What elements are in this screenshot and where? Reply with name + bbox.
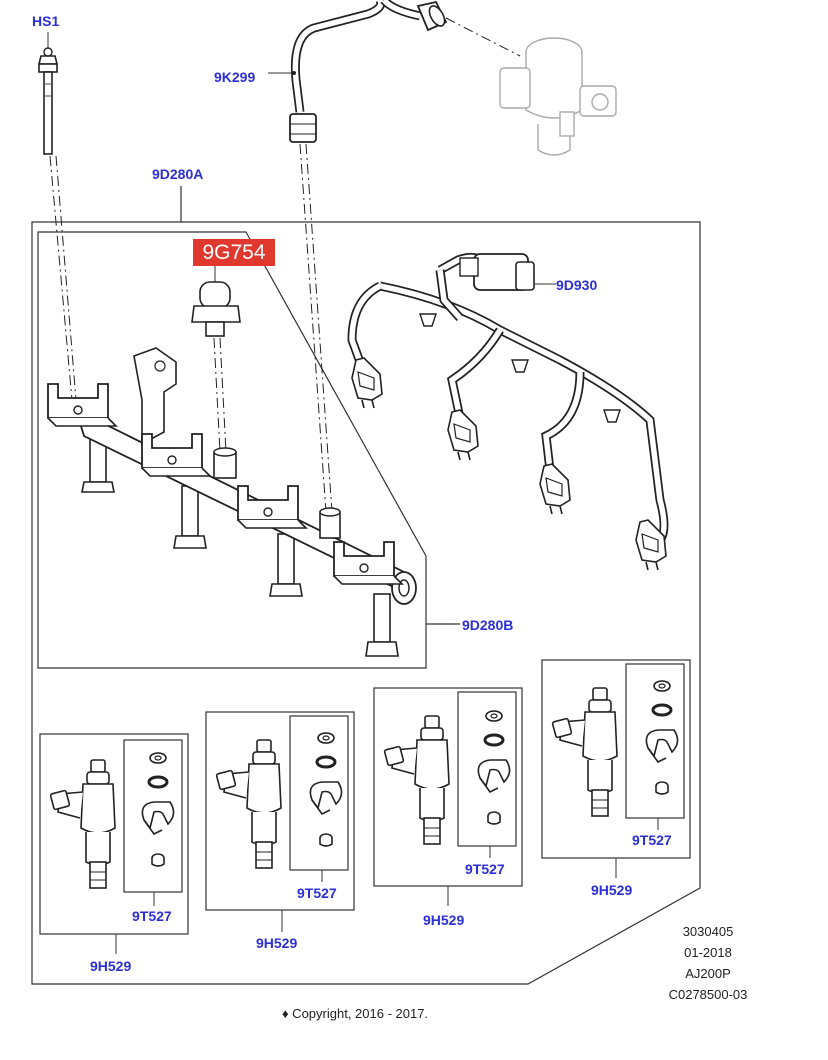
fuel-pipe-9k299 xyxy=(289,0,448,143)
callout-9k299[interactable]: 9K299 xyxy=(214,69,256,85)
callout-9h529-kit3[interactable]: 9H529 xyxy=(423,912,465,928)
callout-9h529-kit1[interactable]: 9H529 xyxy=(90,958,132,974)
copyright-notice: ♦ Copyright, 2016 - 2017. xyxy=(281,1006,429,1021)
callout-9h529-kit4[interactable]: 9H529 xyxy=(591,882,633,898)
assembly-outline-9d280b xyxy=(37,231,427,669)
callout-9d280b[interactable]: 9D280B xyxy=(462,617,514,633)
callout-9h529-kit2[interactable]: 9H529 xyxy=(256,935,298,951)
injector-kit-1 xyxy=(39,733,189,954)
injector-kit-2 xyxy=(205,711,355,932)
wiring-harness-9d930 xyxy=(347,252,669,571)
pressure-sensor-9g754 xyxy=(191,266,241,337)
drawing-number: 3030405 xyxy=(682,924,734,939)
callout-9g754-highlighted[interactable]: 9G754 xyxy=(193,239,275,266)
drawing-date: 01-2018 xyxy=(684,945,732,960)
injector-kit-4 xyxy=(541,659,691,878)
callout-9d280a[interactable]: 9D280A xyxy=(152,166,204,182)
callout-hs1[interactable]: HS1 xyxy=(32,13,60,29)
callout-9t527-kit1[interactable]: 9T527 xyxy=(132,908,172,924)
callout-9t527-kit4[interactable]: 9T527 xyxy=(632,832,672,848)
fuel-rail xyxy=(47,347,417,657)
injector-kit-3 xyxy=(373,687,523,906)
fuel-pump-ghost xyxy=(499,37,617,156)
callout-9t527-kit2[interactable]: 9T527 xyxy=(297,885,337,901)
callout-9d930[interactable]: 9D930 xyxy=(556,277,598,293)
illustration-code: C0278500-03 xyxy=(668,987,748,1002)
callout-9t527-kit3[interactable]: 9T527 xyxy=(465,861,505,877)
bolt-hs1 xyxy=(37,32,59,155)
engine-code: AJ200P xyxy=(685,966,731,981)
assembly-outline-9d280a xyxy=(31,221,701,985)
